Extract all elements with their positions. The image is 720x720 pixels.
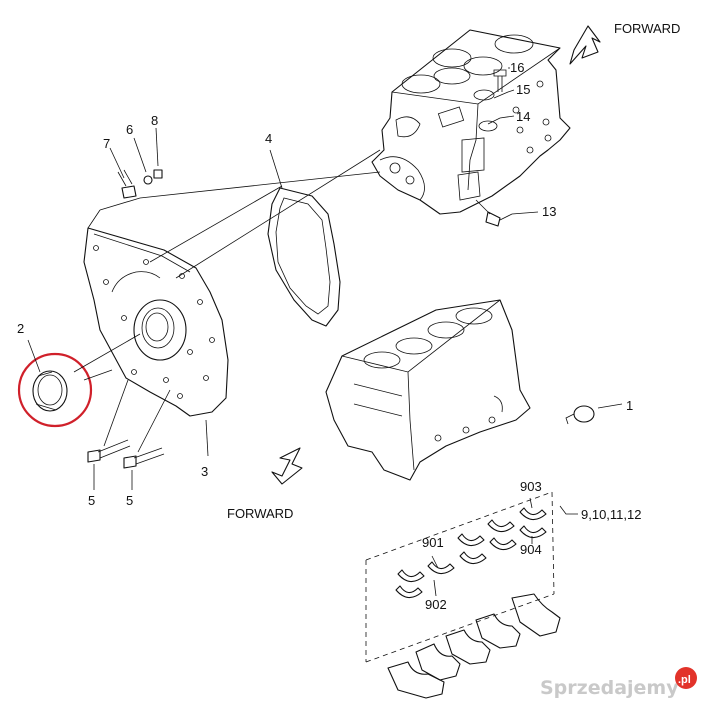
label-part-5-right: 5 xyxy=(126,493,133,508)
plate-bolts xyxy=(87,439,165,469)
watermark-badge xyxy=(675,667,697,689)
watermark: Sprzedajemy .pl xyxy=(540,667,697,699)
label-part-3: 3 xyxy=(201,464,208,479)
small-fasteners xyxy=(117,169,163,199)
watermark-text: Sprzedajemy xyxy=(540,677,679,699)
label-part-14: 14 xyxy=(516,109,530,124)
label-part-2: 2 xyxy=(17,321,24,336)
upper-engine-block xyxy=(371,29,571,227)
bearing-caps xyxy=(387,593,561,699)
leader-lines xyxy=(27,67,623,597)
label-part-902: 902 xyxy=(425,597,447,612)
label-part-904: 904 xyxy=(520,542,542,557)
gasket xyxy=(267,187,341,327)
main-bearing-shells xyxy=(395,507,547,599)
label-part-901: 901 xyxy=(422,535,444,550)
label-part-6: 6 xyxy=(126,122,133,137)
label-part-7: 7 xyxy=(103,136,110,151)
lower-engine-block xyxy=(325,299,595,481)
rear-plate xyxy=(83,227,229,417)
label-part-4: 4 xyxy=(265,131,272,146)
label-part-15: 15 xyxy=(516,82,530,97)
label-part-16: 16 xyxy=(510,60,524,75)
forward-arrow-top xyxy=(569,25,601,65)
forward-label-top: FORWARD xyxy=(614,21,680,36)
forward-label-bottom: FORWARD xyxy=(227,506,293,521)
rear-oil-seal xyxy=(17,352,93,428)
bearing-set-box xyxy=(365,491,555,663)
highlight-circle xyxy=(17,352,93,428)
forward-arrow-bottom xyxy=(271,447,303,485)
label-part-13: 13 xyxy=(542,204,556,219)
callout-labels: FORWARD FORWARD 1 2 3 4 5 5 6 7 8 13 14 … xyxy=(17,21,680,612)
label-part-5-left: 5 xyxy=(88,493,95,508)
label-part-1: 1 xyxy=(626,398,633,413)
label-part-903: 903 xyxy=(520,479,542,494)
label-bearing-set: 9,10,11,12 xyxy=(581,507,641,522)
watermark-badge-text: .pl xyxy=(678,674,691,686)
label-part-8: 8 xyxy=(151,113,158,128)
